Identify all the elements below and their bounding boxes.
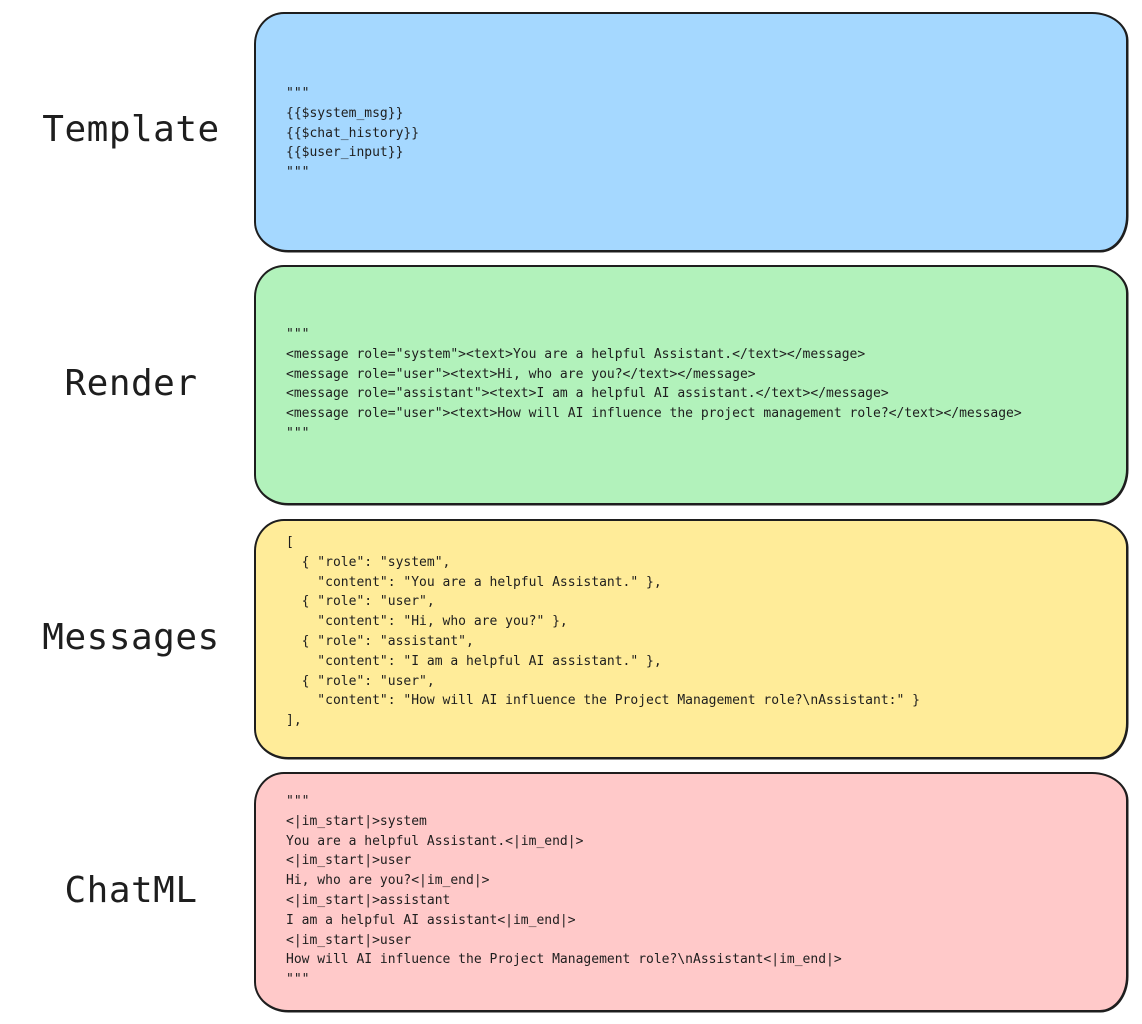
chatml-label: ChatML: [64, 870, 198, 911]
template-code: """ {{$system_msg}} {{$chat_history}} {{…: [286, 86, 420, 181]
render-label: Render: [64, 363, 198, 404]
messages-card: [ { "role": "system", "content": "You ar…: [254, 519, 1128, 759]
template-label: Template: [42, 109, 220, 150]
messages-code: [ { "role": "system", "content": "You ar…: [286, 535, 920, 729]
messages-label: Messages: [42, 617, 220, 658]
render-code: """ <message role="system"><text>You are…: [286, 327, 1022, 441]
template-card: """ {{$system_msg}} {{$chat_history}} {{…: [254, 12, 1128, 252]
render-card: """ <message role="system"><text>You are…: [254, 265, 1128, 505]
chatml-card: """ <|im_start|>system You are a helpful…: [254, 772, 1128, 1012]
chatml-code: """ <|im_start|>system You are a helpful…: [286, 794, 842, 988]
